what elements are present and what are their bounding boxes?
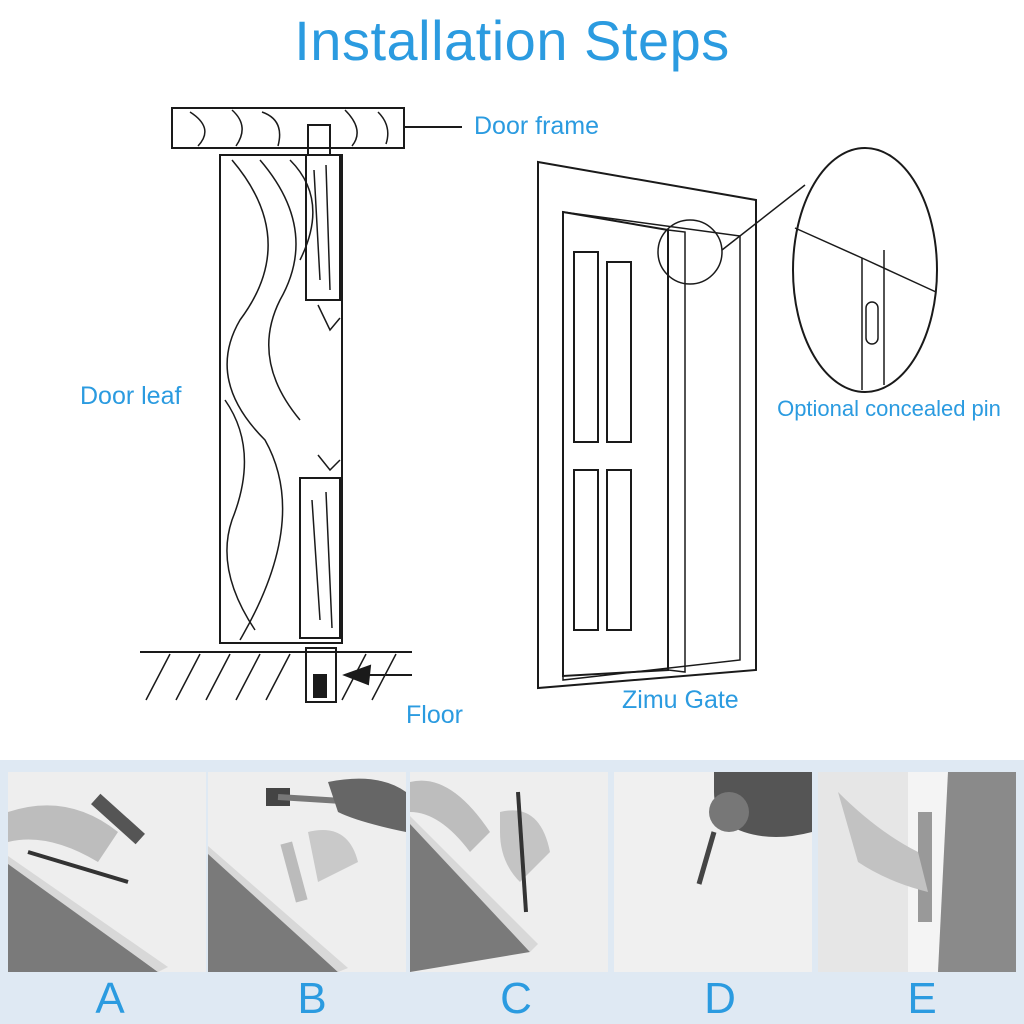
installation-diagram bbox=[140, 107, 938, 703]
step-label-b: B bbox=[297, 974, 327, 1023]
step-photo-e bbox=[818, 772, 1016, 972]
hinge-highlight-circle bbox=[657, 219, 723, 285]
page-title: Installation Steps bbox=[294, 9, 730, 72]
top-hinge-pin bbox=[307, 124, 331, 156]
door-leaf-label: Door leaf bbox=[80, 382, 182, 410]
door-perspective bbox=[537, 147, 938, 690]
zimu-gate-label: Zimu Gate bbox=[622, 686, 739, 714]
bottom-hinge-body bbox=[299, 477, 341, 639]
floor-label: Floor bbox=[406, 701, 463, 729]
concealed-pin-slot bbox=[865, 301, 879, 345]
door-leaf-panel bbox=[219, 154, 343, 644]
door-frame-beam bbox=[171, 107, 405, 149]
step-photo-a bbox=[8, 772, 206, 972]
top-hinge-body bbox=[305, 154, 341, 301]
concealed-pin-label: Optional concealed pin bbox=[777, 396, 1001, 421]
step-label-c: C bbox=[500, 974, 532, 1023]
step-label-a: A bbox=[95, 974, 125, 1023]
open-door-leaf bbox=[562, 210, 669, 678]
door-panel-upper-left bbox=[573, 251, 599, 443]
door-frame-label: Door frame bbox=[474, 112, 600, 140]
hinge-cross-section bbox=[140, 107, 462, 703]
step-photo-d bbox=[614, 772, 812, 972]
step-label-e: E bbox=[907, 974, 937, 1023]
floor-pivot bbox=[305, 647, 337, 703]
step-label-d: D bbox=[704, 974, 736, 1023]
step-photo-b bbox=[208, 772, 406, 972]
step-photo-c bbox=[410, 772, 608, 972]
concealed-pin-zoom bbox=[792, 147, 938, 393]
door-frame-outline bbox=[537, 160, 757, 690]
